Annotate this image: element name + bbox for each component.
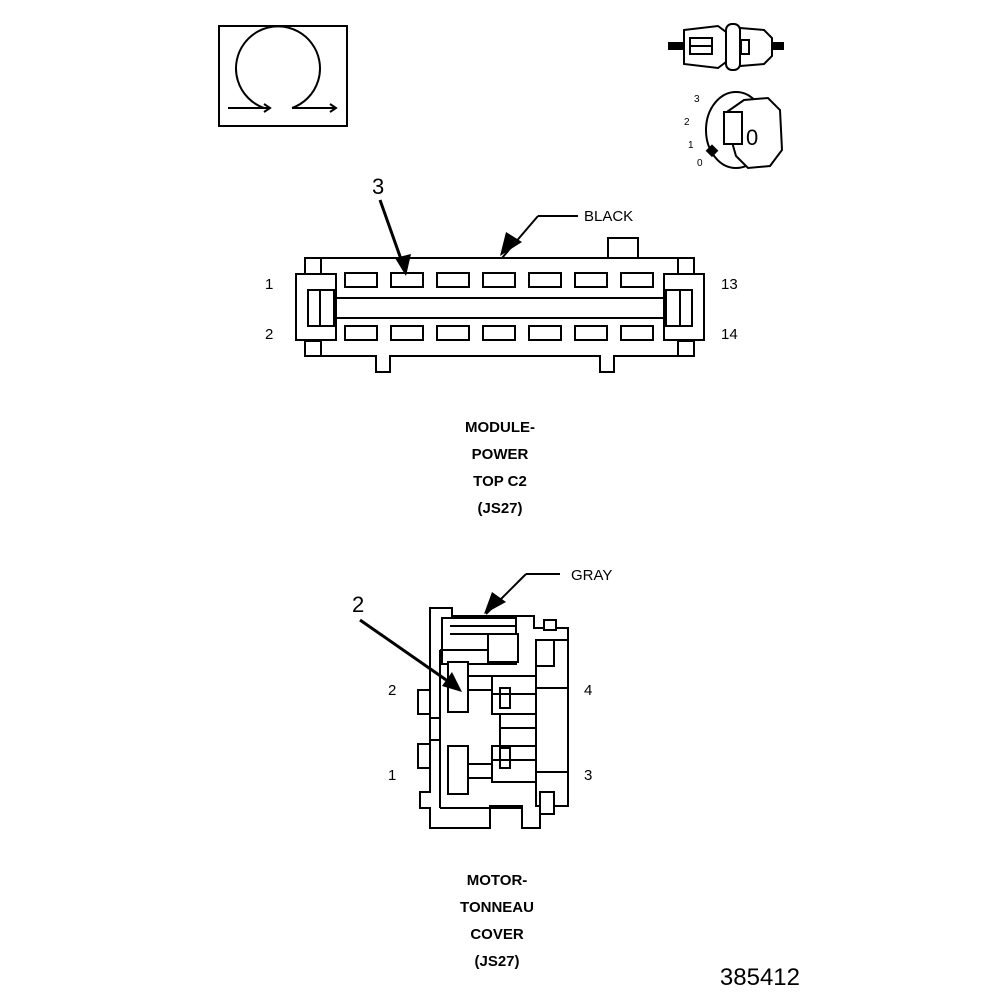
connector-top-callout-number: 3 — [372, 174, 384, 199]
connector-bottom-pin-2: 2 — [388, 682, 396, 699]
ignition-switch-icon: 3 2 1 0 0 — [684, 91, 784, 170]
cavity-bottom-6 — [574, 325, 608, 341]
connector-bottom-caption-line-4: (JS27) — [474, 953, 519, 970]
cavity-top-3 — [436, 272, 470, 288]
cavity-top-7 — [620, 272, 654, 288]
cavity-bottom-5 — [528, 325, 562, 341]
cavity-top-6 — [574, 272, 608, 288]
connector-plug-icon — [668, 23, 784, 71]
cavity-bottom-7 — [620, 325, 654, 341]
connector-bottom-pin-1: 1 — [388, 767, 396, 784]
connector-top-caption-line-3: TOP C2 — [473, 473, 527, 490]
connector-bottom-callout-number: 2 — [352, 592, 364, 617]
cavity-top-4 — [482, 272, 516, 288]
connector-top: BLACK 3 1 2 13 14 — [265, 174, 738, 373]
connector-top-caption: MODULE- POWER TOP C2 (JS27) — [465, 419, 535, 517]
connector-bottom: GRAY 2 2 1 4 3 — [352, 567, 612, 829]
connector-top-pin-14: 14 — [721, 326, 738, 343]
cavity-bottom-4 — [482, 325, 516, 341]
cavity-top-1 — [344, 272, 378, 288]
connector-bottom-pin-4: 4 — [584, 682, 592, 699]
cavity-top-5 — [528, 272, 562, 288]
connector-bottom-pin-3: 3 — [584, 767, 592, 784]
connector-top-caption-line-4: (JS27) — [477, 500, 522, 517]
connector-bottom-caption-line-2: TONNEAU — [460, 899, 534, 916]
ignition-key-label: 0 — [746, 125, 758, 150]
omega-symbol-icon — [218, 25, 348, 127]
connector-top-caption-line-2: POWER — [472, 446, 529, 463]
connector-bottom-caption-line-3: COVER — [470, 926, 524, 943]
ignition-position-2: 2 — [684, 117, 690, 128]
connector-bottom-caption: MOTOR- TONNEAU COVER (JS27) — [460, 872, 534, 970]
connector-top-pin-1: 1 — [265, 276, 273, 293]
connector-top-pin-13: 13 — [721, 276, 738, 293]
ignition-position-3: 3 — [694, 94, 700, 105]
cavity-bottom-2 — [390, 325, 424, 341]
cavity-bottom-3 — [436, 325, 470, 341]
connector-top-pin-2: 2 — [265, 326, 273, 343]
cavity-top-2 — [390, 272, 424, 288]
connector-bottom-color-label: GRAY — [571, 567, 612, 584]
ignition-position-0: 0 — [697, 158, 703, 169]
connector-bottom-caption-line-1: MOTOR- — [467, 872, 528, 889]
figure-id: 385412 — [720, 964, 800, 991]
ignition-position-1: 1 — [688, 140, 694, 151]
connector-top-caption-line-1: MODULE- — [465, 419, 535, 436]
cavity-bottom-1 — [344, 325, 378, 341]
connector-top-color-label: BLACK — [584, 208, 633, 225]
